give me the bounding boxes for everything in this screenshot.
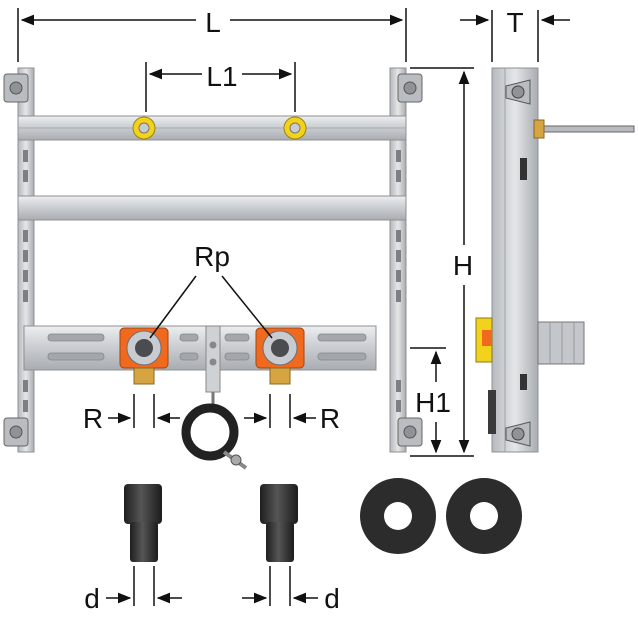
anchor-bolt	[539, 125, 635, 133]
wing-nut-top-right	[397, 73, 423, 103]
label-d-left: d	[84, 583, 100, 614]
label-H1: H1	[415, 387, 451, 418]
side-view	[475, 67, 635, 453]
label-R-left: R	[83, 403, 103, 434]
pipe-clamp	[181, 392, 248, 470]
wing-nut-bottom-left	[3, 417, 29, 447]
sleeve-left	[124, 484, 162, 562]
label-T: T	[506, 7, 523, 38]
anchor-fitting-right	[283, 116, 307, 140]
water-fitting-right	[255, 327, 305, 385]
washer-right	[446, 478, 522, 554]
washer-left	[360, 478, 436, 554]
anchor-fitting-left	[132, 116, 156, 140]
label-d-right: d	[324, 583, 340, 614]
label-H: H	[453, 250, 473, 281]
front-view	[3, 67, 423, 470]
plate-slots	[47, 333, 367, 361]
dimension-lines	[17, 8, 570, 606]
label-L: L	[205, 7, 221, 38]
water-fitting-left	[119, 327, 169, 385]
sleeve-right	[260, 484, 298, 562]
wing-nut-top-left	[3, 73, 29, 103]
label-Rp: Rp	[194, 241, 230, 272]
middle-rail	[17, 195, 407, 221]
side-wing-nut-bottom	[505, 421, 531, 447]
label-L1: L1	[206, 61, 237, 92]
side-profile	[491, 67, 539, 453]
mounting-plate	[23, 325, 377, 371]
side-outlet	[537, 321, 585, 365]
wing-nut-bottom-right	[397, 417, 423, 447]
side-wing-nut-top	[505, 79, 531, 105]
label-R-right: R	[320, 403, 340, 434]
post-slots	[23, 150, 401, 412]
